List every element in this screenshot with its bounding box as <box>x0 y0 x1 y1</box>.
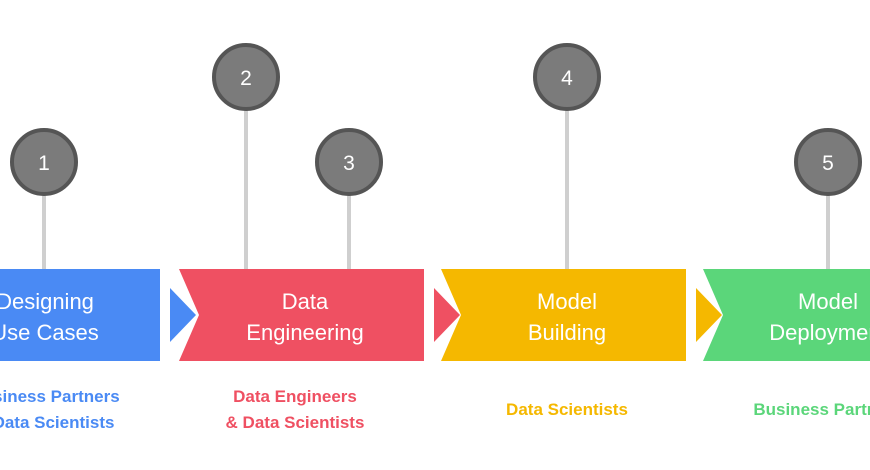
stage-role-line: Business Partners <box>0 387 120 406</box>
step-number: 4 <box>561 67 573 90</box>
step-marker-3 <box>315 128 383 196</box>
stage-title-line: Engineering <box>246 320 363 345</box>
step-marker-2 <box>212 43 280 111</box>
stage-title-line: Data <box>282 289 329 314</box>
step-marker-5 <box>794 128 862 196</box>
stage-title-line: Deployment <box>769 320 870 345</box>
stage-role-line: Data Engineers <box>233 387 357 406</box>
stage-box-5 <box>703 269 870 361</box>
stage-connector-3 <box>434 288 460 342</box>
step-number: 2 <box>240 67 252 90</box>
stage-box-4 <box>441 269 686 361</box>
stage-connector-1 <box>170 288 196 342</box>
stage-box-3 <box>179 269 424 361</box>
step-number: 5 <box>822 152 834 175</box>
stage-title-line: Model <box>798 289 858 314</box>
step-marker-1 <box>10 128 78 196</box>
stage-box-1 <box>0 269 160 361</box>
step-number: 3 <box>343 152 355 175</box>
stage-title-line: Model <box>537 289 597 314</box>
stage-title-line: Designing <box>0 289 94 314</box>
stage-role-line: Business Partners <box>753 400 870 419</box>
stage-title-line: Use Cases <box>0 320 99 345</box>
stage-connector-4 <box>696 288 722 342</box>
stage-title-line: Building <box>528 320 606 345</box>
step-number: 1 <box>38 152 50 175</box>
stage-role-line: & Data Scientists <box>0 413 114 432</box>
step-marker-4 <box>533 43 601 111</box>
stage-role-line: & Data Scientists <box>226 413 365 432</box>
stage-role-line: Data Scientists <box>506 400 628 419</box>
